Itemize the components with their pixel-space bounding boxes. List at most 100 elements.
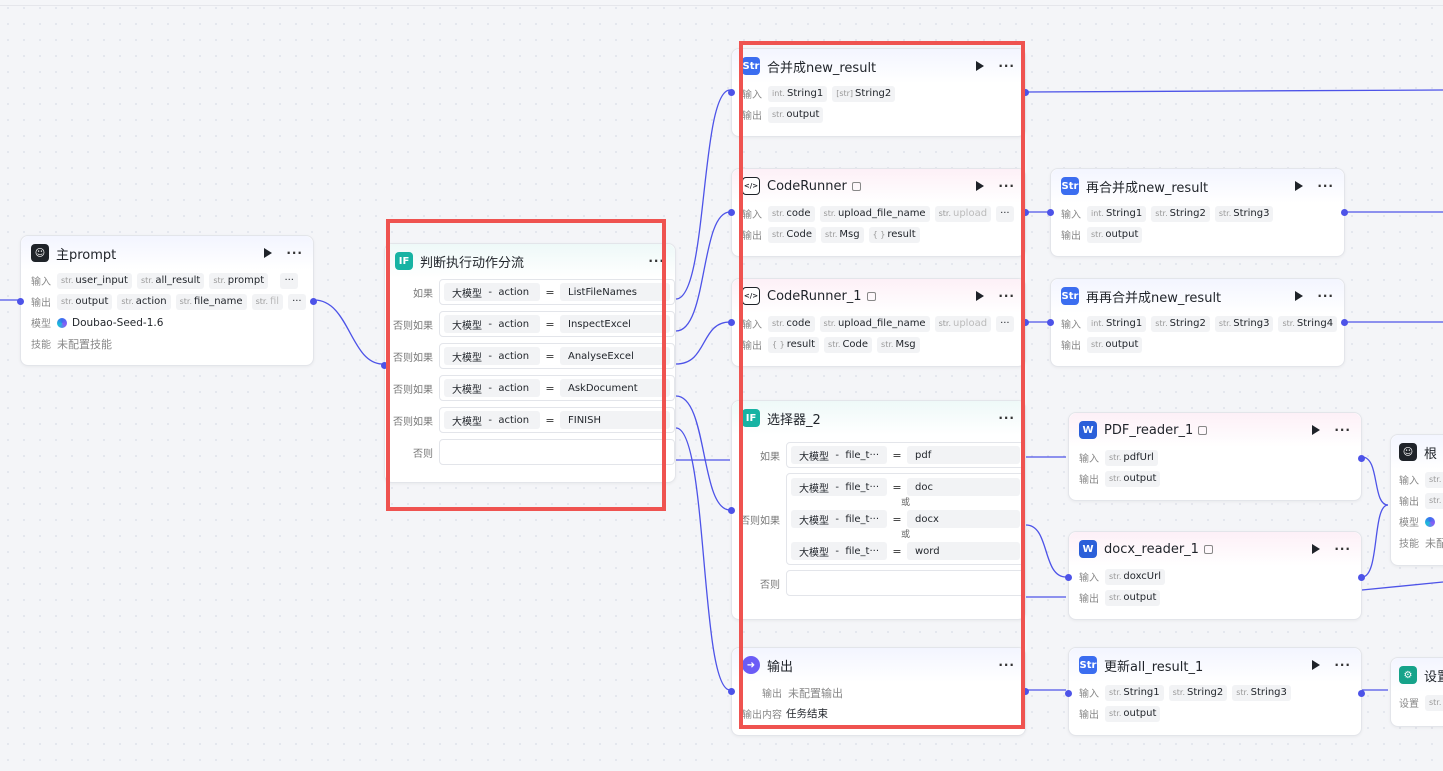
- more-icon[interactable]: ···: [998, 179, 1015, 193]
- output-chip: str.file_name: [175, 293, 247, 310]
- more-icon[interactable]: ···: [1334, 542, 1351, 556]
- more-chip[interactable]: ···: [996, 205, 1014, 222]
- output-port[interactable]: [1358, 690, 1365, 697]
- node-merge2[interactable]: Str 再合并成new_result ··· 输入 int.String1 st…: [1047, 168, 1348, 257]
- more-icon[interactable]: ···: [1334, 423, 1351, 437]
- input-port[interactable]: [728, 688, 735, 695]
- input-port[interactable]: [1047, 209, 1054, 216]
- run-icon[interactable]: [1312, 544, 1321, 554]
- output-icon: ➜: [742, 656, 760, 674]
- more-icon[interactable]: ···: [998, 59, 1015, 73]
- node-code-runner[interactable]: </> CodeRunner ··· 输入 str.code str.uploa…: [728, 168, 1029, 257]
- run-icon[interactable]: [1295, 181, 1304, 191]
- node-pdf-reader[interactable]: W PDF_reader_1 ··· 输入 str.pdfUrl 输出 str.…: [1068, 412, 1365, 501]
- more-chip[interactable]: ···: [996, 315, 1014, 332]
- node-code-runner-1[interactable]: </> CodeRunner_1 ··· 输入 str.code str.upl…: [728, 278, 1029, 367]
- text-process-icon: Str: [1061, 287, 1079, 305]
- input-chip: int.String1: [768, 85, 828, 102]
- plugin-tag-icon: [851, 181, 861, 191]
- input-port[interactable]: [728, 507, 735, 514]
- document-icon: W: [1079, 540, 1097, 558]
- output-chip: str.Msg: [877, 336, 920, 353]
- output-port[interactable]: [1022, 209, 1029, 216]
- node-merge3[interactable]: Str 再再合并成new_result ··· 输入 int.String1 s…: [1047, 278, 1348, 367]
- input-port[interactable]: [1065, 690, 1072, 697]
- more-icon[interactable]: ···: [648, 254, 665, 268]
- more-icon[interactable]: ···: [286, 246, 303, 260]
- condition-row[interactable]: 否则如果大模型 - action=InspectExcel: [385, 310, 675, 338]
- output-port[interactable]: [1022, 688, 1029, 695]
- input-port[interactable]: [381, 362, 388, 369]
- text-process-icon: Str: [742, 57, 760, 75]
- condition-row[interactable]: 否则如果大模型 - action=AnalyseExcel: [385, 342, 675, 370]
- run-icon[interactable]: [976, 61, 985, 71]
- node-output[interactable]: ➜ 输出 ··· 输出未配置输出 输出内容任务结束: [728, 647, 1029, 736]
- run-icon[interactable]: [1312, 425, 1321, 435]
- plugin-tag-icon: [1198, 425, 1208, 435]
- output-chip: str.fil: [251, 293, 284, 310]
- output-port[interactable]: [1358, 455, 1365, 462]
- input-port[interactable]: [1047, 319, 1054, 326]
- more-icon[interactable]: ···: [998, 411, 1015, 425]
- input-port[interactable]: [728, 319, 735, 326]
- input-chip: str.String3: [1232, 684, 1291, 701]
- node-title: CodeRunner_1: [767, 288, 862, 304]
- more-chip[interactable]: ···: [288, 293, 306, 310]
- input-port[interactable]: [17, 298, 24, 305]
- output-port[interactable]: [1022, 89, 1029, 96]
- edge-pdf-right: [1361, 456, 1389, 506]
- input-port[interactable]: [728, 209, 735, 216]
- condition-row[interactable]: 如果大模型 - action=ListFileNames: [385, 278, 675, 306]
- output-port[interactable]: [310, 298, 317, 305]
- edge-docx-out: [1361, 581, 1443, 591]
- run-icon[interactable]: [1295, 291, 1304, 301]
- edge-judge-code1: [675, 211, 731, 332]
- canvas-top-border: [0, 5, 1443, 6]
- output-port[interactable]: [1358, 574, 1365, 581]
- node-title: CodeRunner: [767, 178, 847, 194]
- input-chip: str.upload_file_name: [819, 205, 930, 222]
- else-row[interactable]: 否则: [732, 569, 1025, 597]
- output-port[interactable]: [1341, 319, 1348, 326]
- else-row[interactable]: 否则: [385, 438, 675, 466]
- more-icon[interactable]: ···: [998, 289, 1015, 303]
- condition-row[interactable]: 如果大模型 - file_t···=pdf: [732, 441, 1025, 469]
- node-main-prompt[interactable]: ☺ 主prompt ··· 输入 str.user_input str.all_…: [17, 235, 317, 366]
- run-icon[interactable]: [976, 291, 985, 301]
- text-process-icon: Str: [1061, 177, 1079, 195]
- input-port[interactable]: [1065, 574, 1072, 581]
- run-icon[interactable]: [264, 248, 273, 258]
- node-title: 选择器_2: [767, 412, 821, 428]
- llm-icon: ☺: [31, 244, 49, 262]
- input-chip: str.String4: [1278, 315, 1338, 332]
- input-port[interactable]: [728, 89, 735, 96]
- more-icon[interactable]: ···: [1317, 179, 1334, 193]
- node-docx-reader[interactable]: W docx_reader_1 ··· 输入 str.doxcUrl 输出 st…: [1065, 531, 1365, 620]
- input-chip: str.all_result: [136, 272, 205, 289]
- condition-row[interactable]: 否则如果大模型 - action=FINISH: [385, 406, 675, 434]
- output-port[interactable]: [1022, 319, 1029, 326]
- output-chip: str.output: [768, 106, 824, 123]
- edge-merge-out: [1025, 89, 1443, 93]
- more-icon[interactable]: ···: [1334, 658, 1351, 672]
- run-icon[interactable]: [976, 181, 985, 191]
- node-selector-2[interactable]: IF 选择器_2 ··· 如果大模型 - file_t···=pdf 否则如果 …: [728, 400, 1026, 620]
- node-title: 更新all_result_1: [1104, 659, 1204, 675]
- more-icon[interactable]: ···: [1317, 289, 1334, 303]
- model-icon: [1425, 516, 1435, 527]
- node-judge-branch[interactable]: IF 判断执行动作分流 ··· 如果大模型 - action=ListFileN…: [381, 243, 676, 483]
- input-chip: str.String3: [1214, 205, 1274, 222]
- output-port[interactable]: [1341, 209, 1348, 216]
- more-icon[interactable]: ···: [998, 658, 1015, 672]
- more-chip[interactable]: ···: [280, 272, 298, 289]
- node-title: 设置: [1424, 669, 1443, 685]
- condition-group[interactable]: 大模型 - file_t···=doc 或 大模型 - file_t···=do…: [786, 473, 1025, 565]
- condition-row[interactable]: 否则如果大模型 - action=AskDocument: [385, 374, 675, 402]
- run-icon[interactable]: [1312, 660, 1321, 670]
- node-merge-new-result[interactable]: Str 合并成new_result ··· 输入 int.String1 [st…: [728, 48, 1029, 137]
- node-update-all-result[interactable]: Str 更新all_result_1 ··· 输入 str.String1 st…: [1065, 647, 1365, 736]
- input-chip: int.String1: [1087, 205, 1147, 222]
